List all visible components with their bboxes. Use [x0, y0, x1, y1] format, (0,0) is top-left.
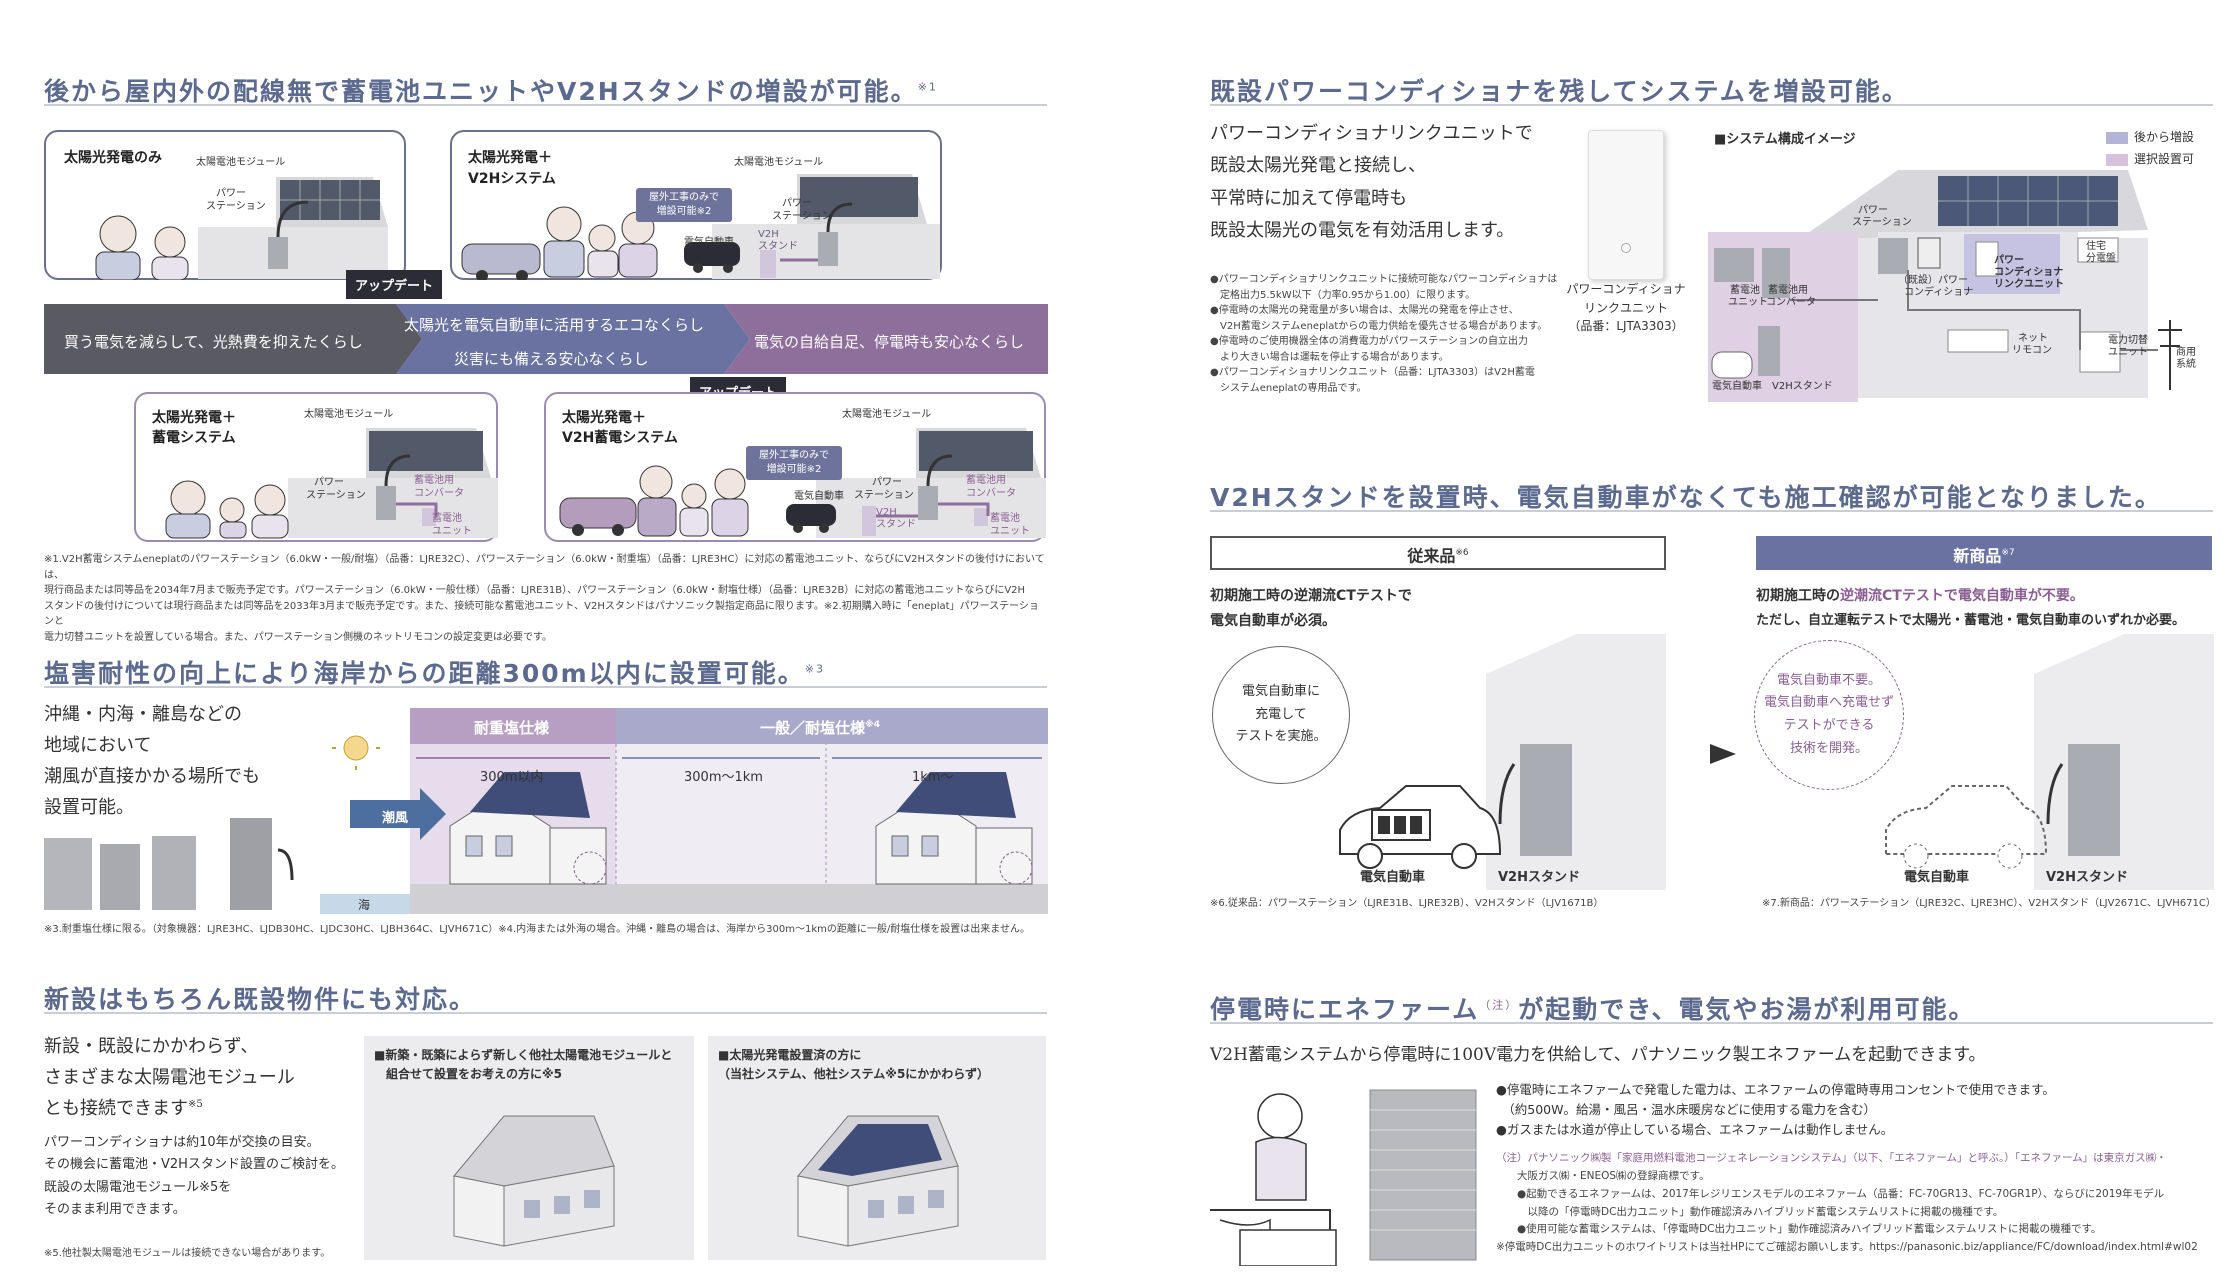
heavy-salt-label: 耐重塩仕様	[474, 719, 550, 737]
section6-lead: V2H蓄電システムから停電時に100V電力を供給して、パナソニック製エネファーム…	[1210, 1045, 1986, 1065]
outdoor-work-callout-2: 屋外工事のみで増設可能※2	[746, 446, 842, 480]
enefarm-illustration	[1210, 1089, 1477, 1266]
section2-heading: 塩害耐性の向上により海岸からの距離300m以内に設置可能。※3	[44, 659, 825, 688]
band-mid-text-1: 太陽光を電気自動車に活用するエコなくらし	[404, 316, 705, 334]
house-no-panel	[453, 1115, 615, 1247]
new-ev-label: 電気自動車	[1904, 870, 1970, 885]
panel-existing-solar: ■太陽光発電設置済の方に（当社システム、他社システム※5にかかわらず）	[708, 1036, 1046, 1260]
box-solar-only: 太陽光発電のみ 太陽電池モジュール パワー ステーション	[44, 130, 406, 280]
section3-body2: パワーコンディショナは約10年が交換の目安。その機会に蓄電池・V2Hスタンド設置…	[44, 1135, 344, 1218]
section6-notes: （注）パナソニック㈱製「家庭用燃料電池コージェネレーションシステム」（以下、「エ…	[1496, 1152, 2198, 1254]
section1-heading: 後から屋内外の配線無で蓄電池ユニットやV2Hスタンドの増設が可能。※1	[44, 77, 938, 106]
legend-add: 後から増設	[2106, 128, 2194, 145]
band-right-text: 電気の自給自足、停電時も安心なくらし	[754, 333, 1025, 351]
sea-label: 海	[358, 898, 371, 912]
band-left-text: 買う電気を減らして、光熱費を抑えたくらし	[64, 333, 363, 351]
box-solar-battery: 太陽光発電＋ 蓄電システム 太陽電池モジュール パワー ステーション 蓄電池用 …	[134, 392, 498, 542]
section3-body: 新設・既設にかかわらず、さまざまな太陽電池モジュールとも接続できます※5	[44, 1036, 295, 1119]
section1-notes: ※1.V2H蓄電システムeneplatのパワーステーション（6.0kW・一般/耐…	[44, 554, 1045, 643]
old-product-text: 初期施工時の逆潮流CTテストで電気自動車が必須。	[1210, 588, 1412, 630]
section5-heading: V2Hスタンドを設置時、電気自動車がなくても施工確認が可能となりました。	[1210, 483, 2162, 512]
general-salt-label: 一般／耐塩仕様※4	[760, 719, 881, 737]
new-product-label: 新商品※7	[1756, 536, 2212, 570]
house-with-panel	[797, 1115, 959, 1247]
section6-heading: 停電時にエネファーム（注）が起動でき、電気やお湯が利用可能。	[1210, 995, 1976, 1024]
section6-bullets: ●停電時にエネファームで発電した電力は、エネファームの停電時専用コンセントで使用…	[1496, 1082, 2055, 1137]
salt-distance-diagram	[320, 708, 1048, 914]
section3-note: ※5.他社製太陽電池モジュールは接続できない場合があります。	[44, 1248, 331, 1259]
outdoor-work-callout: 屋外工事のみで増設可能※2	[636, 188, 732, 222]
section3-heading: 新設はもちろん既設物件にも対応。	[44, 985, 477, 1014]
sea-wind-label: 潮風	[382, 811, 409, 826]
lifestyle-band	[44, 304, 1048, 374]
old-v2h-label: V2Hスタンド	[1498, 870, 1580, 885]
update-tag-1: アップデート	[346, 270, 443, 299]
salt-products-illustration	[44, 735, 380, 910]
new-product-note: ※7.新商品：パワーステーション（LJRE32C、LJRE3HC）、V2Hスタン…	[1762, 898, 2216, 909]
distance-3: 1km〜	[912, 770, 954, 785]
old-ev-label: 電気自動車	[1360, 870, 1426, 885]
section4-heading: 既設パワーコンディショナを残してシステムを増設可能。	[1210, 77, 1909, 106]
section4-notes: ●パワーコンディショナリンクユニットに接続可能なパワーコンディショナは 定格出力…	[1210, 274, 1558, 394]
new-v2h-label: V2Hスタンド	[2046, 870, 2128, 885]
old-product-note: ※6.従来品：パワーステーション（LJRE31B、LJRE32B）、V2Hスタン…	[1210, 898, 1604, 909]
old-speech-bubble: 電気自動車に充電してテストを実施。	[1212, 646, 1350, 784]
solar-v2h-illustration	[461, 174, 940, 280]
box-solar-v2h: 太陽光発電＋ V2Hシステム 太陽電池モジュール 屋外工事のみで増設可能※2 電…	[450, 130, 942, 280]
new-speech-bubble: 電気自動車不要。電気自動車へ充電せずテストができる技術を開発。	[1754, 640, 1904, 790]
panel-new-build: ■新築・既築によらず新しく他社太陽電池モジュールと組合せて設置をお考えの方に※5	[364, 1036, 694, 1260]
band-mid-text-2: 災害にも備える安心なくらし	[454, 350, 649, 368]
link-unit-product	[1588, 130, 1664, 280]
distance-1: 300m以内	[480, 770, 544, 785]
section2-note: ※3.耐重塩仕様に限る。（対象機器：LJRE3HC、LJDB30HC、LJDC3…	[44, 924, 1030, 935]
legend-option: 選択設置可	[2106, 150, 2194, 167]
system-diagram	[1708, 170, 2182, 402]
system-diagram-title: ■システム構成イメージ	[1714, 132, 1856, 147]
section2-body: 沖縄・内海・離島などの地域において潮風が直接かかる場所でも設置可能。	[44, 704, 260, 818]
old-product-label: 従来品※6	[1210, 536, 1666, 570]
section4-body: パワーコンディショナリンクユニットで既設太陽光発電と接続し、平常時に加えて停電時…	[1210, 123, 1533, 242]
solar-battery-illustration	[165, 428, 498, 539]
link-unit-caption: パワーコンディショナリンクユニット（品番：LJTA3303）	[1566, 282, 1686, 334]
new-product-text: 初期施工時の逆潮流CTテストで電気自動車が不要。ただし、自立運転テストで太陽光・…	[1756, 588, 2186, 629]
box-solar-v2h-battery: 太陽光発電＋ V2H蓄電システム 太陽電池モジュール 屋外工事のみで増設可能※2…	[544, 392, 1046, 542]
ct-test-comparison	[1339, 634, 2214, 890]
distance-2: 300m〜1km	[684, 770, 763, 785]
solar-v2h-battery-illustration	[559, 428, 1046, 538]
